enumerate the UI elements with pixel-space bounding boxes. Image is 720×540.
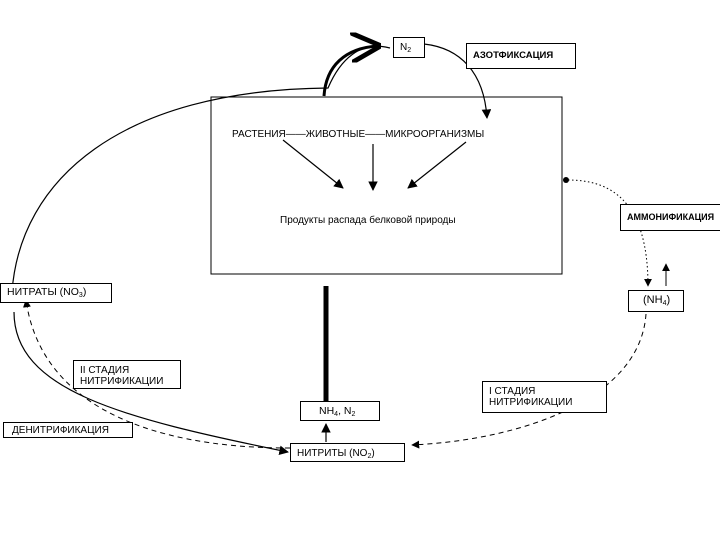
stage1-line1: I СТАДИЯ [489,386,536,397]
denitrification-to-n2-arc [11,45,391,293]
ammonium-label: (NH [643,294,663,306]
n2-box: N2 [393,37,425,58]
stage1-dashed-arrow [411,313,647,449]
organisms-frame [210,96,563,275]
n2-inline-label: , N [338,405,352,417]
fixation-label: АЗОТФИКСАЦИЯ [473,50,554,61]
ammonification-start-dot [563,177,569,183]
nitrates-label: НИТРАТЫ (NO [7,286,79,298]
fixation-return-arc [322,46,378,97]
denitrification-arrow [13,311,289,455]
denitrification-label: ДЕНИТРИФИКАЦИЯ [12,425,109,436]
plants-to-products-arrow [282,139,344,189]
nitrites-label: НИТРИТЫ (NO [297,448,368,459]
nh4-label: NH [319,405,335,417]
products-label: Продукты распада белковой природы [280,215,456,226]
ammonium-suffix: ) [666,294,671,306]
stage2-box: II СТАДИЯ НИТРИФИКАЦИИ [73,360,181,389]
nh4-sub: 4 [334,411,339,418]
stage2-line2: НИТРИФИКАЦИИ [80,376,164,387]
stage1-line2: НИТРИФИКАЦИИ [489,397,573,408]
n2-label: N [400,42,408,53]
nitrates-box: НИТРАТЫ (NO3) [0,283,112,303]
ammonium-box: (NH4) [628,290,684,312]
nitrites-sub: 2 [367,453,372,460]
nitrates-sub: 3 [78,292,83,299]
ammonification-label: АММОНИФИКАЦИЯ [627,212,715,222]
nitrites-suffix: ) [371,448,375,459]
nitrates-suffix: ) [82,286,87,298]
organisms-label: РАСТЕНИЯ——ЖИВОТНЫЕ——МИКРООРГАНИЗМЫ [232,129,485,140]
stage2-line1: II СТАДИЯ [80,365,130,376]
microbes-to-products-arrow [407,141,467,189]
ammonification-box: АММОНИФИКАЦИЯ [620,204,720,231]
stage1-box: I СТАДИЯ НИТРИФИКАЦИИ [482,381,607,413]
denitrification-box: ДЕНИТРИФИКАЦИЯ [3,422,133,438]
stage2-dashed-arrow [23,299,291,449]
n2-sub: 2 [407,47,412,54]
n2-inline-sub: 2 [351,411,356,418]
ammonium-sub: 4 [662,300,667,307]
fixation-box: АЗОТФИКСАЦИЯ [466,43,576,69]
nitrites-box: НИТРИТЫ (NO2) [290,443,405,462]
nh4-n2-box: NH4, N2 [300,401,380,421]
ammonification-arrow [567,179,652,287]
